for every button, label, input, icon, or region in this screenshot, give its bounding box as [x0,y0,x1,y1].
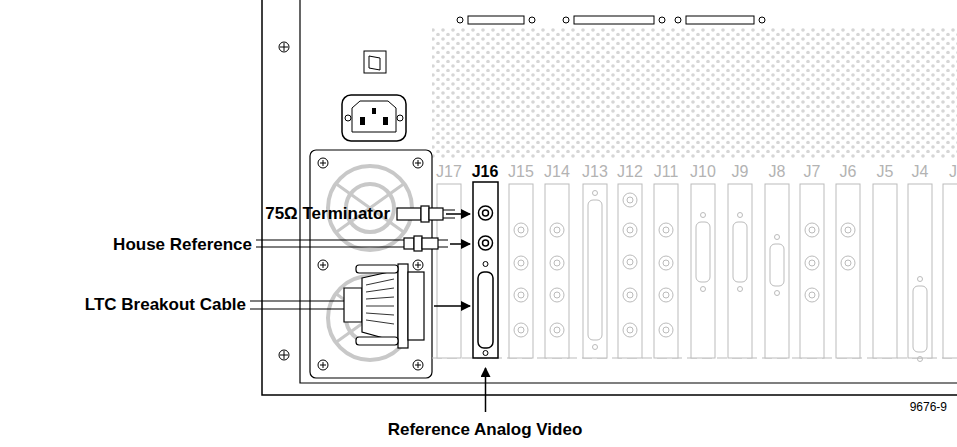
io-card [654,184,678,358]
io-card [583,184,607,358]
screw [318,158,328,168]
io-card [691,184,715,358]
io-card [509,184,533,358]
screw [413,360,423,370]
io-card [908,184,932,358]
slot-label: J4 [912,163,929,181]
callout-label: 75Ω Terminator [265,205,390,224]
slot-label: J13 [582,163,608,181]
chassis-outline [262,0,957,395]
io-card [765,184,789,358]
fan-panel [310,150,432,378]
slot-label: J6 [840,163,857,181]
io-card [873,184,897,358]
slot-label: J8 [769,163,786,181]
slot-label: J7 [804,163,821,181]
slot-label: J12 [617,163,643,181]
bnc-cable [256,236,448,251]
vent-perforation [432,28,957,158]
io-card [943,184,957,358]
slot-label: J11 [654,163,679,181]
slot-label: J15 [508,163,534,181]
io-card [836,184,860,358]
callout-label: LTC Breakout Cable [85,296,246,315]
callout-label: Reference Analog Video [388,421,583,440]
figure-number: 9676-9 [910,401,947,414]
screw [318,360,328,370]
io-card [545,184,569,358]
slot-label: J [949,163,957,181]
j16-reference-card [473,182,498,358]
io-card [800,184,824,358]
chassis-inner [300,0,957,383]
screw [413,260,423,270]
db25-breakout-cable [250,264,424,348]
io-card [618,184,642,358]
callout-label: House Reference [113,236,252,255]
io-card [728,184,752,358]
slot-label: J10 [690,163,716,181]
slot-label: J9 [732,163,749,181]
power-switch [364,51,386,73]
screw [413,158,423,168]
slot-label: J16 [472,163,499,181]
screw [318,260,328,270]
slot-label: J17 [436,163,462,181]
slot-label: J14 [544,163,570,181]
ac-inlet [342,95,406,141]
slot-label: J5 [877,163,894,181]
